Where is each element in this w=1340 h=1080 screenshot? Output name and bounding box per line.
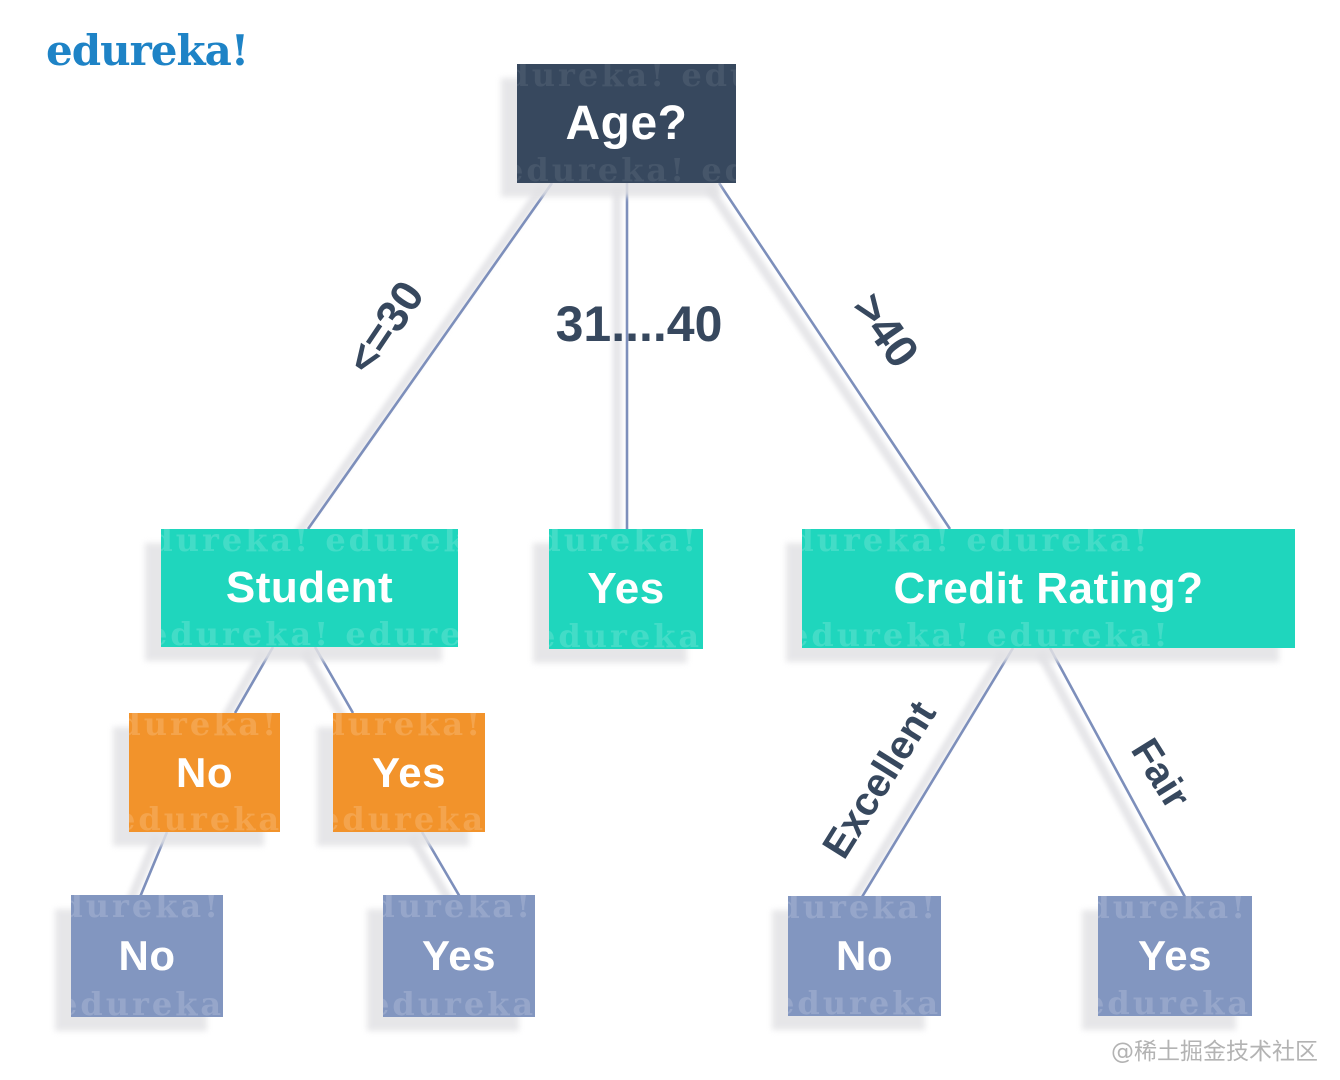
node-no-orange: edureka! edureka! edureka! edureka! No xyxy=(129,713,280,832)
edge-age-credit xyxy=(717,182,952,530)
watermark-text: edureka! edureka! xyxy=(71,895,223,925)
node-label: Yes xyxy=(372,748,446,796)
node-credit-rating: edureka! edureka! edureka! edureka! Cred… xyxy=(802,529,1295,648)
node-student: edureka! edureka! edureka! edureka! Stud… xyxy=(161,529,458,647)
watermark-text: edureka! edureka! xyxy=(333,800,485,832)
edge-shadows xyxy=(125,185,1179,905)
node-label: Yes xyxy=(1138,932,1212,979)
node-yes-leaf-right: edureka! edureka! edureka! edureka! Yes xyxy=(1098,896,1252,1016)
watermark-text: edureka! edureka! xyxy=(71,985,223,1017)
node-label: No xyxy=(836,932,893,979)
node-label: Credit Rating? xyxy=(893,563,1204,613)
watermark-text: edureka! edureka! xyxy=(549,617,703,649)
edureka-logo: edureka! xyxy=(46,26,249,75)
node-label: No xyxy=(176,748,233,796)
watermark-text: edureka! edureka! xyxy=(517,64,736,94)
node-no-leaf-right: edureka! edureka! edureka! edureka! No xyxy=(788,896,941,1016)
edge-label-31-40: 31....40 xyxy=(555,296,723,352)
watermark-text: edureka! edureka! xyxy=(1098,896,1252,926)
watermark-text: edureka! edureka! xyxy=(549,529,703,559)
node-label: Yes xyxy=(422,932,496,979)
node-yes-orange: edureka! edureka! edureka! edureka! Yes xyxy=(333,713,485,832)
edge-credit-no xyxy=(860,647,1015,898)
node-yes-leaf-left: edureka! edureka! edureka! edureka! Yes xyxy=(383,895,535,1017)
node-no-leaf-left: edureka! edureka! edureka! edureka! No xyxy=(71,895,223,1017)
node-label: Yes xyxy=(587,564,665,613)
watermark-text: edureka! edureka! xyxy=(802,529,1151,559)
watermark-text: edureka! edureka! xyxy=(383,985,535,1017)
watermark-text: edureka! edureka! xyxy=(333,713,485,743)
node-yes-middle: edureka! edureka! edureka! edureka! Yes xyxy=(549,529,703,649)
watermark-text: edureka! edureka! xyxy=(129,713,280,743)
watermark-text: edureka! edureka! xyxy=(802,616,1171,648)
edge-lines xyxy=(138,182,1187,898)
watermark-text: edureka! edureka! xyxy=(161,529,458,559)
node-label: Student xyxy=(225,563,394,612)
watermark-text: edureka! edureka! xyxy=(161,615,458,647)
community-credit-watermark: @稀土掘金技术社区 xyxy=(1111,1039,1318,1065)
node-label: Age? xyxy=(565,97,688,150)
node-age-root: edureka! edureka! edureka! edureka! Age? xyxy=(517,64,736,183)
node-label: No xyxy=(118,932,176,979)
watermark-text: edureka! edureka! xyxy=(517,151,736,183)
watermark-text: edureka! edureka! xyxy=(1098,984,1252,1016)
edge-credit-yes xyxy=(1048,647,1187,898)
watermark-text: edureka! edureka! xyxy=(383,895,535,925)
watermark-text: edureka! edureka! xyxy=(788,984,941,1016)
watermark-text: edureka! edureka! xyxy=(788,896,941,926)
edge-age-student xyxy=(306,182,554,530)
watermark-text: edureka! edureka! xyxy=(129,800,280,832)
